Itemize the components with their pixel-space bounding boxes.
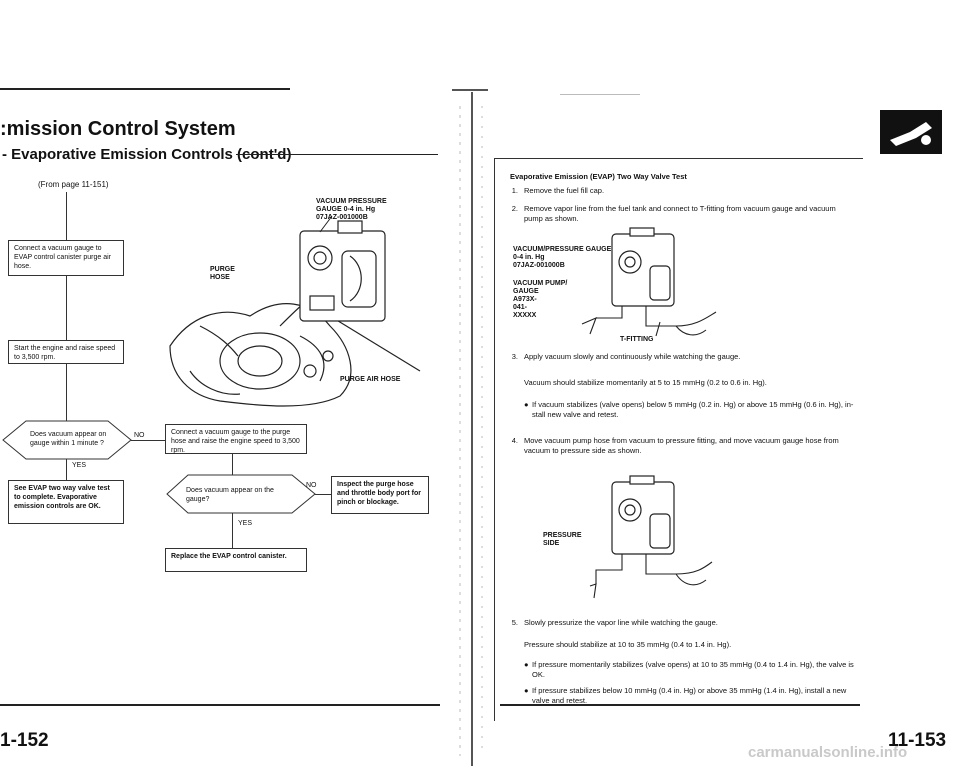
bullet-icon: ●	[524, 660, 529, 669]
right-content-frame	[494, 158, 863, 721]
book-binding	[452, 89, 488, 766]
fig2-pressure-label-line1: PRESSURE	[543, 532, 582, 539]
flow-connector-no1	[131, 440, 165, 441]
fig1-tfitting-label: T-FITTING	[620, 336, 654, 343]
bullet-text: If vacuum stabilizes (valve opens) below…	[532, 400, 854, 419]
step-text: Remove vapor line from the fuel tank and…	[524, 204, 836, 223]
fig2-pressure-label-line2: SIDE	[543, 540, 560, 547]
subtitle-rule	[236, 154, 438, 155]
bullet-text: If pressure stabilizes below 10 mmHg (0.…	[532, 686, 847, 705]
fig1-gauge-label-line2: 0-4 in. Hg	[513, 254, 545, 261]
step-number: 2.	[511, 204, 518, 213]
decision-2-text: Does vacuum appear on the gauge?	[186, 487, 274, 503]
engine-illustration	[169, 215, 421, 407]
bullet-text: If pressure momentarily stabilizes (valv…	[532, 660, 854, 679]
step-text: Slowly pressurize the vapor line while w…	[524, 618, 718, 627]
decision-diamond-2	[166, 474, 316, 514]
decision-2-yes: YES	[238, 520, 253, 527]
decision-diamond-1	[2, 420, 132, 460]
step-number: 5.	[511, 618, 518, 627]
step-text: Remove the fuel fill cap.	[524, 186, 605, 195]
pressure-gauge-figure	[589, 475, 713, 599]
right-header-rule	[560, 94, 640, 95]
gauge-label-line3: 07JAZ-001000B	[316, 214, 368, 221]
step-number: 4.	[511, 436, 518, 445]
header-rule	[0, 88, 290, 90]
gauge-label-line1: VACUUM PRESSURE	[316, 198, 387, 205]
flow-connector-no2	[315, 494, 331, 495]
page-number-right: 11-153	[888, 730, 947, 751]
step-text: Apply vacuum slowly and continuously whi…	[524, 352, 741, 361]
bullet-icon: ●	[524, 400, 529, 409]
flow-box-inspect-purge-hose: Inspect the purge hose and throttle body…	[331, 476, 429, 514]
purge-hose-label-line2: HOSE	[210, 274, 230, 281]
footer-rule-left	[0, 704, 440, 706]
gauge-label-line2: GAUGE 0-4 in. Hg	[316, 206, 376, 213]
step-number: 1.	[511, 186, 518, 195]
watermark-text: carmanualsonline.info	[748, 744, 908, 761]
fig1-pump-label-line1: VACUUM PUMP/	[513, 280, 568, 287]
fig1-gauge-label-line1: VACUUM/PRESSURE GAUGE	[513, 246, 612, 253]
page-number-left: 1-152	[0, 730, 49, 751]
decision-1-no: NO	[134, 432, 145, 439]
fig1-pump-label-line3: A973X-	[513, 296, 537, 303]
flow-box-see-two-way-valve: See EVAP two way valve test to complete.…	[8, 480, 124, 524]
fig1-pump-label-line4: 041-	[513, 304, 528, 311]
flow-box-connect-purge-hose: Connect a vacuum gauge to the purge hose…	[165, 424, 307, 454]
vacuum-gauge-figure	[581, 227, 717, 337]
purge-hose-label-line1: PURGE	[210, 266, 235, 273]
section-tab-icon	[880, 110, 942, 154]
purge-air-hose-label: PURGE AIR HOSE	[340, 376, 401, 383]
section-subtitle: - Evaporative Emission Controls (cont'd)	[2, 146, 292, 163]
flow-box-connect-gauge: Connect a vacuum gauge to EVAP control c…	[8, 240, 124, 276]
fig1-pump-label-line5: XXXXX	[513, 312, 537, 319]
step-text: Move vacuum pump hose from vacuum to pre…	[524, 436, 839, 455]
step-number: 3.	[511, 352, 518, 361]
step5-expected-result: Pressure should stabilize at 10 to 35 mm…	[524, 640, 732, 649]
step3-expected-result: Vacuum should stabilize momentarily at 5…	[524, 378, 767, 387]
fig1-gauge-label-line3: 07JAZ-001000B	[513, 262, 565, 269]
flow-box-start-engine: Start the engine and raise speed to 3,50…	[8, 340, 124, 364]
decision-1-text: Does vacuum appear on gauge within 1 min…	[30, 431, 107, 447]
fig1-pump-label-line2: GAUGE	[513, 288, 539, 295]
flow-box-replace-canister: Replace the EVAP control canister.	[165, 548, 307, 572]
decision-2-no: NO	[306, 482, 317, 489]
footer-rule-right	[500, 704, 860, 706]
from-page-note: (From page 11-151)	[38, 180, 109, 189]
bullet-icon: ●	[524, 686, 529, 695]
decision-1-yes: YES	[72, 462, 87, 469]
page-title: :mission Control System	[0, 118, 236, 140]
right-section-title: Evaporative Emission (EVAP) Two Way Valv…	[510, 172, 687, 181]
